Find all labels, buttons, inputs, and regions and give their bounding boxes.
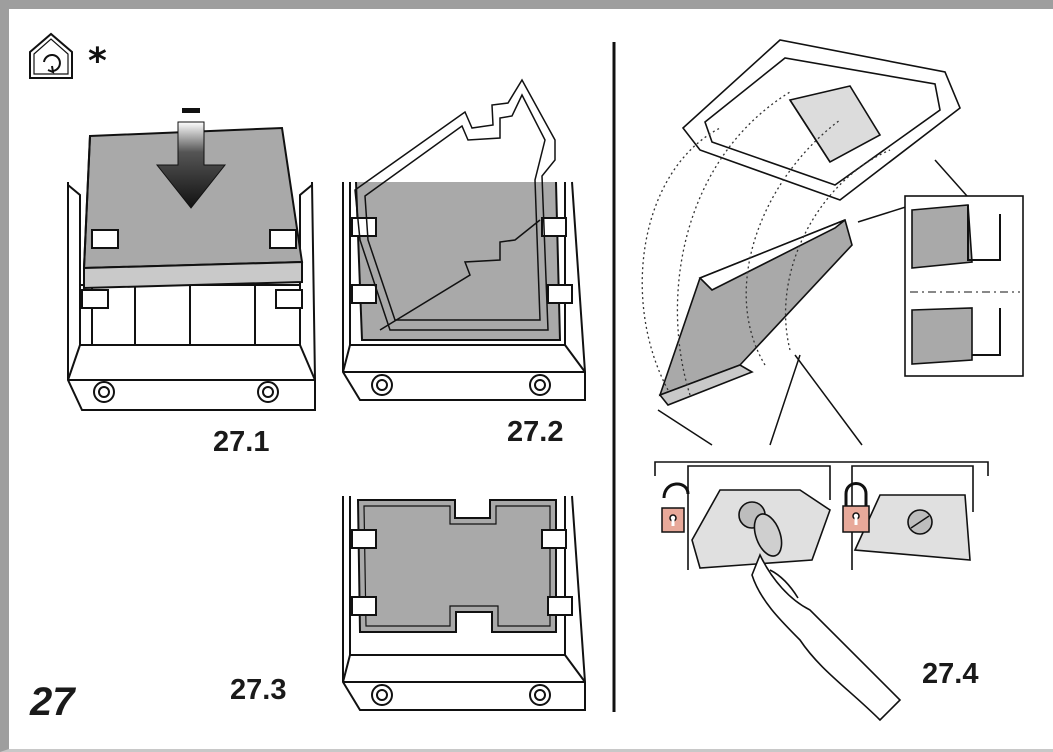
down-arrow-icon [155,108,227,209]
panel-27-4-hood [681,39,961,201]
house-rotate-icon [29,32,73,79]
figure-number: 27 [30,680,75,724]
latch-detail-inset [904,195,1024,377]
panel-27-2-illustration [342,181,586,401]
panel-label-27-3: 27.3 [230,674,287,706]
panel-label-27-1: 27.1 [213,426,270,458]
locked-padlock-icon [842,482,870,533]
panel-27-3-illustration [342,495,586,711]
lock-detail-unlocked [691,489,902,722]
panel-27-4-filter [658,218,853,406]
optional-marker: * [88,41,107,82]
panel-label-27-2: 27.2 [507,416,564,448]
lock-detail-locked [853,494,971,561]
panel-label-27-4: 27.4 [922,658,979,690]
filter-mesh-outline [354,78,556,331]
motion-trajectory [641,91,891,396]
detail-callout-lines [657,159,976,446]
unlocked-padlock-icon [661,482,690,533]
